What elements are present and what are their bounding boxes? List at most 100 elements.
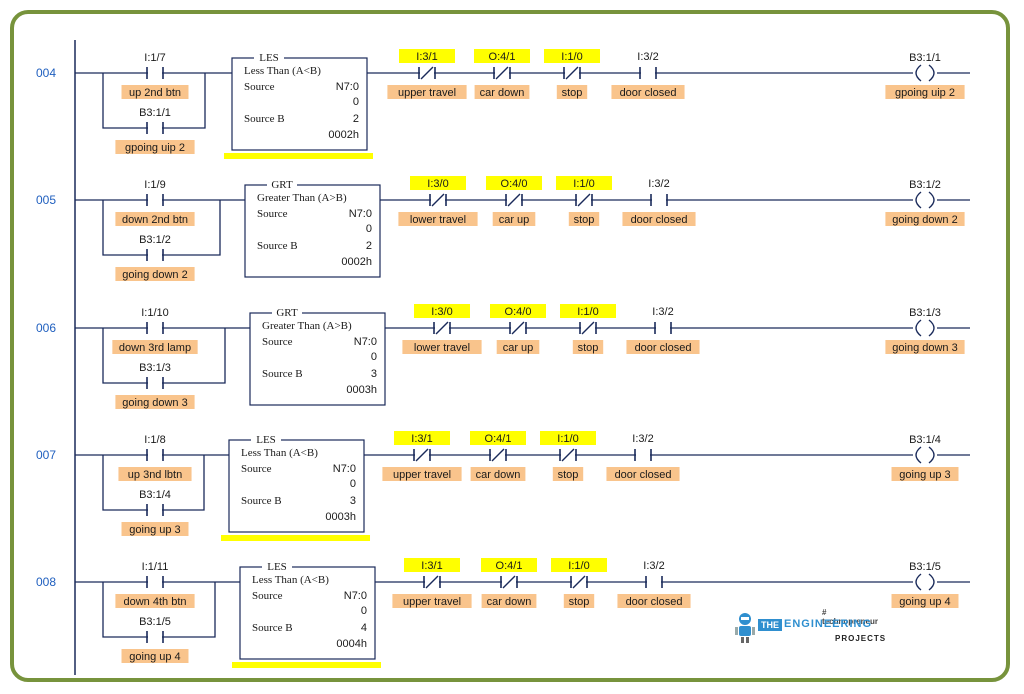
rung-005-branch (102, 200, 221, 256)
rung-004-block-source-label: Source (244, 81, 275, 93)
rung-005-input-label-bg (115, 212, 195, 226)
rung-004-block-highlight (224, 153, 373, 159)
rung-007-block-source-val1: N7:0 (333, 463, 356, 475)
rung-007-latch-addr: B3:1/4 (139, 489, 171, 501)
rung-005-contact-3-label-bg (568, 212, 600, 226)
rung-007-input-contact-gap (148, 452, 162, 458)
rung-007-input-label: up 3nd lbtn (128, 469, 182, 481)
rung-004-coil-gap (913, 69, 937, 77)
rung-008-contact-2-addr-bg (481, 558, 537, 572)
rung-007-latch-contact-gap (148, 507, 162, 513)
rung-004-contact-1-label-bg (387, 85, 467, 99)
rung-004-input-addr: I:1/7 (144, 52, 165, 64)
rung-006-contact-2-label: car up (503, 342, 534, 354)
rung-008-block-sourceb-val1: 4 (361, 622, 367, 634)
rung-007-contact-3 (559, 448, 577, 462)
rung-007-coil (913, 446, 937, 464)
rung-007-input-label-bg (118, 467, 192, 481)
rung-004-coil-label-bg (885, 85, 965, 99)
rung-008-contact-4-label-bg (617, 594, 691, 608)
rung-004-contact-1-label: upper travel (398, 87, 456, 99)
rung-006-contact-2-slash (511, 321, 525, 335)
rung-007-block-sourceb-val2: 0003h (325, 511, 356, 523)
rung-007-coil-label: going up 3 (899, 469, 950, 481)
rung-007-coil-left-arc (915, 446, 922, 464)
rung-007-block-source-val2: 0 (350, 478, 356, 490)
rung-007-contact-1-addr-bg (394, 431, 450, 445)
rung-008-coil-label-bg (891, 594, 959, 608)
rung-006-block-title: Greater Than (A>B) (262, 320, 352, 332)
rung-004-latch-addr: B3:1/1 (139, 107, 171, 119)
rung-004-block-title: Less Than (A<B) (244, 65, 321, 77)
rung-008-contact-4-gap (647, 579, 661, 585)
rung-006-contact-1-addr-bg (414, 304, 470, 318)
rung-004-contact-2-slash (495, 66, 509, 80)
rung-006-contact-3-label: stop (578, 342, 599, 354)
rung-006-block-box (249, 312, 386, 406)
rung-006-latch-addr: B3:1/3 (139, 362, 171, 374)
rung-008-input-label: down 4th btn (124, 596, 187, 608)
rung-004-contact-1-addr-bg (399, 49, 455, 63)
rung-005-contact-1 (429, 193, 447, 207)
rung-004-contact-2 (493, 66, 511, 80)
rung-006-contact-3-slash (581, 321, 595, 335)
rung-007-coil-gap (913, 451, 937, 459)
rung-005-block-sourceb-label: Source B (257, 240, 298, 252)
rung-004-contact-3-label-bg (556, 85, 588, 99)
rung-005-number: 005 (36, 193, 56, 207)
rung-004-contact-4-gap (641, 70, 655, 76)
rung-008-block-sourceb-val2: 0004h (336, 638, 367, 650)
rung-005-coil-right-arc (928, 191, 935, 209)
rung-006-block-sourceb-val2: 0003h (346, 384, 377, 396)
rung-008-coil-right-arc (928, 573, 935, 591)
rung-005-contact-4-addr: I:3/2 (648, 178, 669, 190)
rung-007-block-title: Less Than (A<B) (241, 447, 318, 459)
rung-005-coil-addr: B3:1/2 (909, 179, 941, 191)
rung-004-latch-contact (146, 122, 164, 134)
rung-004-contact-1 (418, 66, 436, 80)
rung-008-latch-addr: B3:1/5 (139, 616, 171, 628)
rung-005-block-source-val2: 0 (366, 223, 372, 235)
rung-005-block-title: Greater Than (A>B) (257, 192, 347, 204)
logo-the: THE (758, 619, 782, 631)
rung-004-contact-4-addr: I:3/2 (637, 51, 658, 63)
rung-008-input-contact (146, 576, 164, 588)
rung-005-contact-3 (575, 193, 593, 207)
rung-005-contact-1-label: lower travel (410, 214, 466, 226)
rung-006-coil (913, 319, 937, 337)
rung-005-block-mnemonic: GRT (271, 179, 293, 191)
rung-006-contact-2-label-bg (496, 340, 540, 354)
rung-006-contact-3-addr: I:1/0 (577, 306, 598, 318)
rung-007-coil-addr: B3:1/4 (909, 434, 941, 446)
rung-004-coil-addr: B3:1/1 (909, 52, 941, 64)
rung-008-contact-3-label: stop (569, 596, 590, 608)
rung-005-block-sourceb-val2: 0002h (341, 256, 372, 268)
rung-006-contact-1-addr: I:3/0 (431, 306, 452, 318)
rung-006-block-source-label: Source (262, 336, 293, 348)
rung-007-contact-1-label-bg (382, 467, 462, 481)
rung-004-block-sourceb-val2: 0002h (328, 129, 359, 141)
rung-005-block-source-val1: N7:0 (349, 208, 372, 220)
rung-007-branch (102, 455, 205, 511)
rung-007-contact-2-addr: O:4/1 (485, 433, 512, 445)
rung-008-contact-3 (570, 575, 588, 589)
rung-005-coil-label: going down 2 (892, 214, 957, 226)
rung-004-block-mnemonic-gap (254, 53, 284, 63)
rung-008-input-addr: I:1/11 (142, 561, 169, 573)
rung-008-contact-4-addr: I:3/2 (643, 560, 664, 572)
rung-004-number: 004 (36, 66, 56, 80)
rung-005-contact-1-addr: I:3/0 (427, 178, 448, 190)
rung-008-contact-3-addr-bg (551, 558, 607, 572)
rung-007-contact-2-label-bg (470, 467, 526, 481)
rung-008-block-source-label: Source (252, 590, 283, 602)
rung-006-latch-label-bg (115, 395, 195, 409)
rung-005-coil (913, 191, 937, 209)
rung-008-coil-label: going up 4 (899, 596, 950, 608)
rung-008-latch-label-bg (121, 649, 189, 663)
rung-007-contact-3-label: stop (558, 469, 579, 481)
rung-004-contact-4 (639, 67, 657, 79)
rung-006-contact-2-addr-bg (490, 304, 546, 318)
rung-006-latch-contact-gap (148, 380, 162, 386)
rung-008-latch-label: going up 4 (129, 651, 180, 663)
rung-006-block-source-val1: N7:0 (354, 336, 377, 348)
